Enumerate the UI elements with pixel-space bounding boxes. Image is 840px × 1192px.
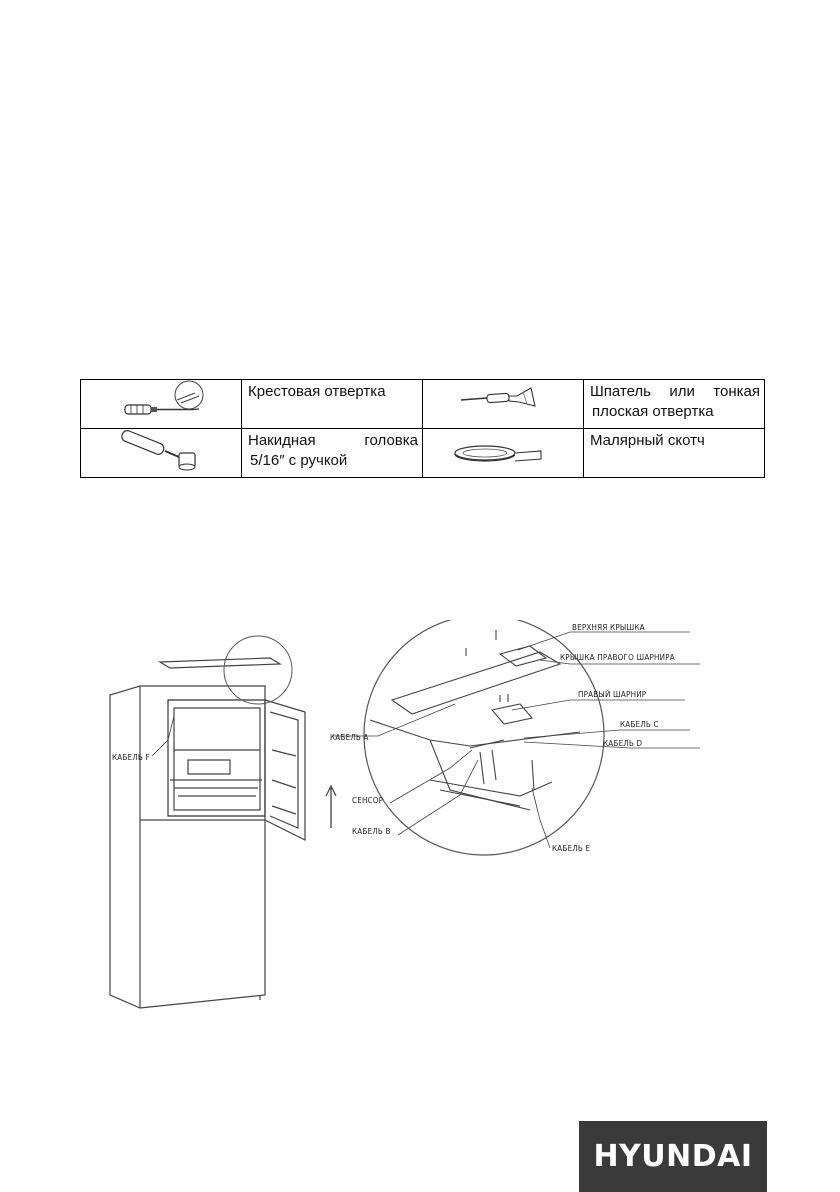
label-right-hinge: ПРАВЫЙ ШАРНИР xyxy=(578,688,647,699)
label-cable-c: КАБЕЛЬ С xyxy=(620,720,659,729)
spatula-label-line2: плоская отвертка xyxy=(590,402,760,422)
socket-label: Накидная головка 5/16″ с ручкой xyxy=(242,429,423,478)
label-cable-e: КАБЕЛЬ Е xyxy=(552,844,591,853)
phillips-screwdriver-icon xyxy=(81,380,241,425)
label-right-hinge-cover: КРЫШКА ПРАВОГО ШАРНИРА xyxy=(560,653,675,662)
screwdriver-label: Крестовая отвертка xyxy=(242,380,423,429)
tools-row: Накидная головка 5/16″ с ручкой Малярный… xyxy=(81,429,765,478)
spatula-word-2: или xyxy=(669,382,695,402)
socket-cell xyxy=(81,429,242,478)
spatula-cell xyxy=(423,380,584,429)
tools-table: Крестовая отвертка Шпатель или тонкая пл… xyxy=(80,379,765,478)
hyundai-logo: HYUNDAI xyxy=(579,1121,767,1192)
label-sensor: СЕНСОР xyxy=(352,796,384,805)
tape-cell xyxy=(423,429,584,478)
tape-label-text: Малярный скотч xyxy=(590,431,760,451)
spatula-word-3: тонкая xyxy=(713,382,760,402)
label-cable-d: КАБЕЛЬ D xyxy=(603,739,643,748)
spatula-label-line1: Шпатель или тонкая xyxy=(590,382,760,402)
socket-word-2: головка xyxy=(364,431,418,451)
refrigerator-door-diagram: ВЕРХНЯЯ КРЫШКА КРЫШКА ПРАВОГО ШАРНИРА ПР… xyxy=(100,620,720,1020)
socket-label-line1: Накидная головка xyxy=(248,431,418,451)
brand-name: HYUNDAI xyxy=(593,1139,752,1174)
spatula-icon xyxy=(423,380,583,425)
label-cable-b: КАБЕЛЬ В xyxy=(352,827,391,836)
refrigerator-illustration xyxy=(110,636,336,1008)
spatula-word-1: Шпатель xyxy=(590,382,651,402)
tools-row: Крестовая отвертка Шпатель или тонкая пл… xyxy=(81,380,765,429)
screwdriver-cell xyxy=(81,380,242,429)
label-cable-a: КАБЕЛЬ А xyxy=(330,733,369,742)
label-top-cover: ВЕРХНЯЯ КРЫШКА xyxy=(572,623,645,632)
diagram-callout-labels: ВЕРХНЯЯ КРЫШКА КРЫШКА ПРАВОГО ШАРНИРА ПР… xyxy=(112,623,675,853)
label-cable-f: КАБЕЛЬ F xyxy=(112,753,150,762)
socket-word-1: Накидная xyxy=(248,431,316,451)
masking-tape-icon xyxy=(423,429,583,474)
socket-wrench-icon xyxy=(81,429,241,474)
socket-label-line2: 5/16″ с ручкой xyxy=(248,451,418,471)
tape-label: Малярный скотч xyxy=(584,429,765,478)
screwdriver-label-text: Крестовая отвертка xyxy=(248,382,418,402)
spatula-label: Шпатель или тонкая плоская отвертка xyxy=(584,380,765,429)
